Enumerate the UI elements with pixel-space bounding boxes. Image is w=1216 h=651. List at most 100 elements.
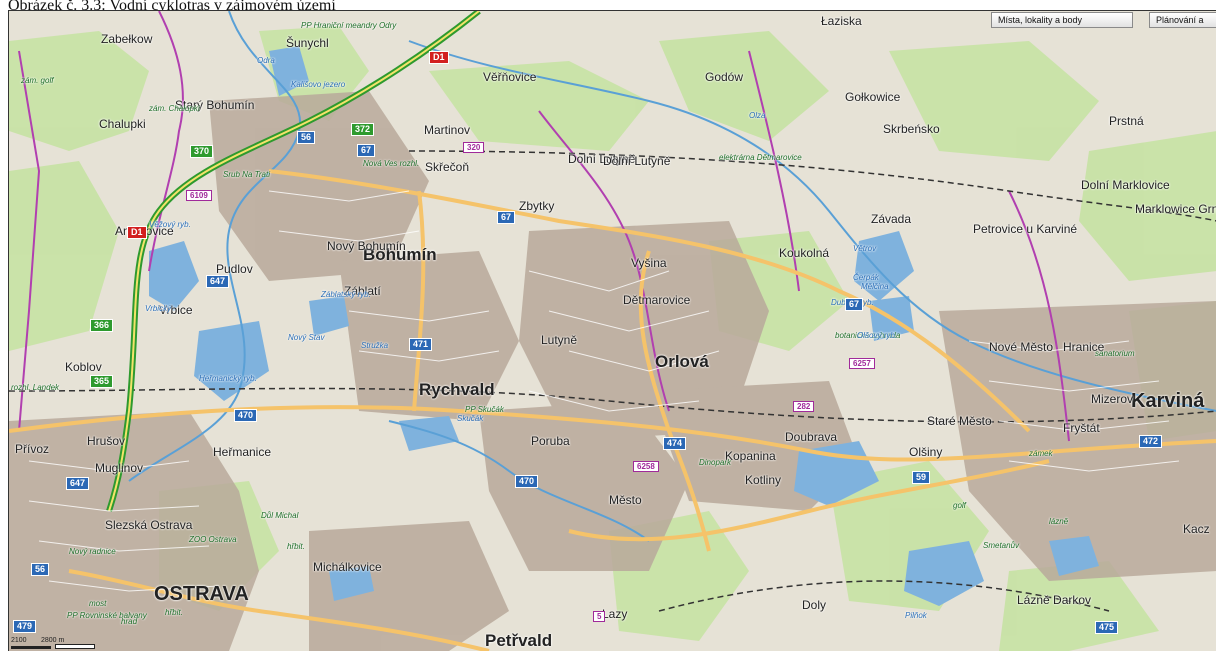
road-shield: 67	[357, 144, 376, 157]
boundaries	[18, 11, 1070, 442]
town-label: Vyšina	[631, 256, 667, 270]
poi-label: most	[89, 599, 107, 608]
town-label: Kopanina	[725, 449, 776, 463]
town-label: Godów	[705, 70, 744, 84]
poi-label: hřbit.	[287, 542, 305, 551]
poi-label: ZOO Ostrava	[189, 535, 237, 544]
poi-label: hrad	[121, 617, 138, 626]
road-shield: 647	[206, 275, 230, 288]
town-label: Koblov	[65, 360, 102, 374]
water-label: Nový Stav	[288, 333, 325, 342]
road-shield: 372	[351, 123, 375, 136]
tab-route-planning[interactable]: Plánování a	[1149, 12, 1216, 28]
city-label: Bohumín	[363, 245, 437, 264]
water-label: Stružka	[361, 341, 389, 350]
road-shield: 6257	[849, 358, 875, 369]
town-label: Chalupki	[99, 117, 146, 131]
road-shield: 470	[234, 409, 258, 422]
town-label: Martinov	[424, 123, 471, 137]
town-label: Záblatí	[344, 284, 381, 298]
water-label: Čerpák	[853, 273, 879, 282]
water-label: Odra	[257, 56, 275, 65]
poi-label: rozhl. Landek	[11, 383, 60, 392]
town-label: Hrušov	[87, 434, 126, 448]
town-label: Muglinov	[95, 461, 144, 475]
poi-label: PP Skučák	[465, 405, 504, 414]
road-shield: 470	[515, 475, 539, 488]
map-canvas[interactable]	[9, 11, 1216, 651]
town-label: Zbytky	[519, 199, 555, 213]
poi-label: elektrárna Dětmarovice	[719, 153, 802, 162]
town-label: Hranice	[1063, 340, 1105, 354]
town-label: Pudlov	[216, 262, 253, 276]
town-label: Marklowice Grn.	[1135, 202, 1216, 216]
road-shield: 282	[793, 401, 815, 412]
town-label: Poruba	[531, 434, 570, 448]
tab-places[interactable]: Místa, lokality a body	[991, 12, 1133, 28]
city-label: OSTRAVA	[154, 583, 249, 605]
road-shield: 6258	[633, 461, 659, 472]
town-label: Heřmanice	[213, 445, 272, 459]
poi-label: Nový radnice	[69, 547, 116, 556]
poi-label: zám. Chałupki	[149, 104, 200, 113]
poi-label: botanická zahrada	[835, 331, 901, 340]
town-label: Lutyně	[541, 333, 578, 347]
poi-label: zám. golf	[21, 76, 54, 85]
water-label: Heřmanický ryb.	[199, 374, 257, 383]
water-label: Olza	[749, 111, 766, 120]
road-shield: 647	[66, 477, 90, 490]
town-label: Nový Bohumín	[327, 239, 406, 253]
water-label: Vrbický	[145, 304, 172, 313]
road-shield: 59	[912, 471, 931, 484]
water-label: Záblatský ryb.	[321, 290, 371, 299]
road-shield: 67	[845, 298, 864, 311]
road-shield: 56	[297, 131, 316, 144]
town-label: Lazy	[602, 607, 628, 621]
city-label: Orlová	[655, 352, 709, 371]
road-shield: D1	[127, 226, 147, 239]
poi-label: Nová Ves rozhl.	[363, 159, 420, 168]
town-label: Fryštát	[1063, 421, 1100, 435]
road-shield: 474	[663, 437, 687, 450]
town-label: Dětmarovice	[623, 293, 691, 307]
town-label: Dolní Lutyně	[603, 154, 671, 168]
town-label: Nové Město	[989, 340, 1054, 354]
town-label: Doly	[802, 598, 827, 612]
town-label: Staré Město	[927, 414, 992, 428]
city-label: Rychvald	[419, 380, 495, 399]
water-label: Skučák	[457, 414, 484, 423]
poi-label: PP Hraniční meandry Odry	[301, 21, 397, 30]
scale-label-end: 2800 m	[41, 637, 65, 644]
poi-label: Smetanův	[983, 541, 1020, 550]
road-shield: 475	[1095, 621, 1119, 634]
poi-label: PP Rovninské balvany	[67, 611, 147, 620]
road-shield: 67	[497, 211, 516, 224]
poi-label: Důl Michal	[261, 511, 299, 520]
road-shield: 365	[90, 375, 114, 388]
road-shield: 479	[13, 620, 37, 633]
road-shield: D1	[429, 51, 449, 64]
water-label: Mělčina	[861, 282, 889, 291]
road-shield: 472	[1139, 435, 1163, 448]
town-label: Prstná	[1109, 114, 1144, 128]
town-label: Zabełkow	[101, 32, 153, 46]
water-label: Kališovo jezero	[291, 80, 346, 89]
motorway-d1-center	[108, 11, 480, 512]
poi-label: hřbit.	[165, 608, 183, 617]
road-shield: 6109	[186, 190, 212, 201]
town-label: Skrbeńsko	[883, 122, 940, 136]
minor-streets	[28, 190, 1180, 592]
water-label: Větrov	[853, 244, 877, 253]
town-label: Město	[609, 493, 642, 507]
town-label: Přívoz	[15, 442, 50, 456]
water-label: Věžový ryb.	[149, 220, 191, 229]
town-label: Šunychl	[286, 36, 329, 50]
town-label: Petrovice u Karviné	[973, 222, 1078, 236]
road-shield: 366	[90, 319, 114, 332]
town-label: Závada	[871, 212, 912, 226]
scale-label-start: 2100	[11, 637, 27, 644]
town-label: Doubrava	[785, 430, 838, 444]
town-label: Kacz	[1183, 522, 1210, 536]
poi-label: Srub Na Trati	[223, 170, 270, 179]
